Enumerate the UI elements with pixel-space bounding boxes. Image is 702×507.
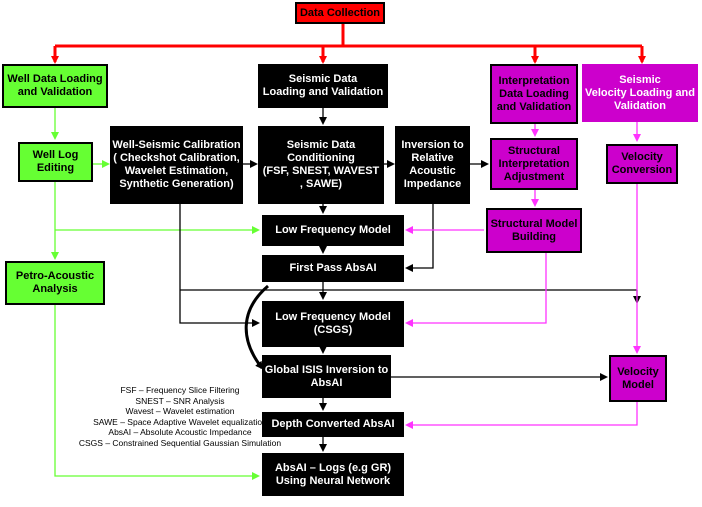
velocity-model-box: Velocity Model — [609, 355, 667, 402]
low-frequency-model-box: Low Frequency Model — [262, 215, 404, 246]
depth-converted-absai-box: Depth Converted AbsAI — [262, 412, 404, 437]
legend-item: FSF – Frequency Slice Filtering — [120, 385, 240, 395]
absai-logs-neural-network-box: AbsAI – Logs (e.g GR) Using Neural Netwo… — [262, 453, 404, 496]
structural-model-building-box: Structural Model Building — [486, 208, 582, 253]
inversion-relative-ai-box: Inversion to Relative Acoustic Impedance — [395, 126, 470, 204]
seismic-data-conditioning-box: Seismic Data Conditioning (FSF, SNEST, W… — [258, 126, 384, 204]
legend-item: Wavest – Wavelet estimation — [125, 406, 235, 416]
legend-item: SAWE – Space Adaptive Wavelet equalizati… — [93, 416, 267, 427]
structural-interpretation-box: Structural Interpretation Adjustment — [490, 138, 578, 190]
legend-item: AbsAI – Absolute Acoustic Impedance — [108, 427, 252, 437]
well-log-editing-box: Well Log Editing — [18, 142, 93, 182]
velocity-conversion-box: Velocity Conversion — [606, 144, 678, 184]
seismic-data-loading-box: Seismic Data Loading and Validation — [258, 64, 388, 108]
petro-acoustic-analysis-box: Petro-Acoustic Analysis — [5, 261, 105, 305]
data-collection-box: Data Collection — [295, 2, 385, 24]
well-data-loading-box: Well Data Loading and Validation — [2, 64, 108, 108]
abbreviation-legend: FSF – Frequency Slice Filtering SNEST – … — [60, 385, 300, 448]
legend-item: CSGS – Constrained Sequential Gaussian S… — [78, 437, 282, 448]
interpretation-data-loading-box: Interpretation Data Loading and Validati… — [490, 64, 578, 124]
legend-item: SNEST – SNR Analysis — [135, 395, 225, 406]
global-isis-inversion-box: Global ISIS Inversion to AbsAI — [262, 355, 391, 398]
low-frequency-model-csgs-box: Low Frequency Model (CSGS) — [262, 301, 404, 347]
seismic-velocity-loading-box: Seismic Velocity Loading and Validation — [582, 64, 698, 122]
first-pass-absai-box: First Pass AbsAI — [262, 255, 404, 282]
well-seismic-calibration-box: Well-Seismic Calibration ( Checkshot Cal… — [110, 126, 243, 204]
